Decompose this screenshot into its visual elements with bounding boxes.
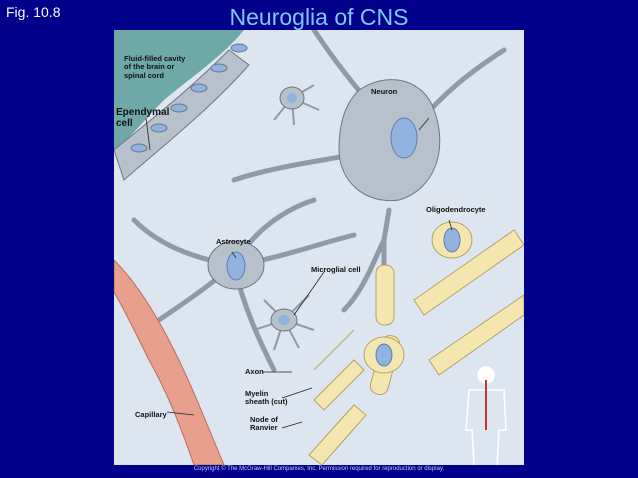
label-capillary: Capillary xyxy=(135,410,167,419)
slide-title: Neuroglia of CNS xyxy=(229,4,409,30)
neuron-cell-body xyxy=(338,79,441,202)
label-leader-lines xyxy=(145,117,453,429)
human-silhouette xyxy=(465,366,507,465)
capillary-vessel xyxy=(114,259,225,465)
myelinated-axons xyxy=(308,229,524,465)
illustration-drawing xyxy=(114,30,524,465)
neuron-nucleus xyxy=(390,117,418,159)
astrocyte-nucleus xyxy=(226,251,246,281)
oligodendrocyte-cell xyxy=(363,221,473,374)
figure-number: Fig. 10.8 xyxy=(6,4,61,20)
label-node-of-ranvier: Node of Ranvier xyxy=(250,415,278,433)
neuroglia-illustration: Fluid-filled cavity of the brain or spin… xyxy=(114,30,524,465)
label-ependymal-cell: Ependymal cell xyxy=(116,107,170,129)
label-fluid-cavity: Fluid-filled cavity of the brain or spin… xyxy=(124,54,186,80)
copyright-notice: Copyright © The McGraw-Hill Companies, I… xyxy=(193,466,445,472)
label-neuron: Neuron xyxy=(371,87,398,96)
label-oligodendrocyte: Oligodendrocyte xyxy=(426,205,486,214)
label-myelin-sheath: Myelin sheath (cut) xyxy=(245,389,288,407)
fluid-cavity-region xyxy=(114,30,244,150)
small-glial-cell xyxy=(273,84,320,126)
glial-processes xyxy=(131,30,507,373)
label-microglial-cell: Microglial cell xyxy=(311,265,361,274)
label-astrocyte: Astrocyte xyxy=(216,237,251,246)
ependymal-layer xyxy=(114,43,250,181)
label-axon: Axon xyxy=(245,367,264,376)
microglial-cell xyxy=(253,294,315,351)
